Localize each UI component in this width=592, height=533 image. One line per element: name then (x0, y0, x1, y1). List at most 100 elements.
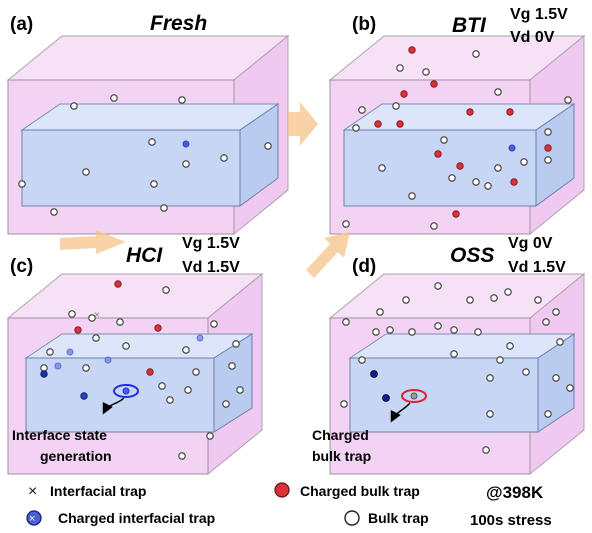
bulk-trap (544, 128, 552, 136)
traps-panel-b-bulk (342, 50, 572, 230)
panel-a-title: Fresh (150, 12, 207, 35)
arrow-b-to-c (60, 230, 126, 254)
bulk-trap (564, 96, 572, 104)
panel-d-title: OSS (450, 244, 494, 267)
bulk-trap (206, 432, 214, 440)
interface-state-label-2: generation (40, 448, 112, 464)
bulk-trap (386, 326, 394, 334)
bulk-trap (440, 136, 448, 144)
charged-bulk-trap (400, 90, 408, 98)
traps-panel-c-bulk (40, 286, 244, 460)
charged-bulk-trap (456, 162, 464, 170)
bulk-trap (430, 222, 438, 230)
bulk-trap (408, 328, 416, 336)
bulk-trap (232, 340, 240, 348)
panel-c-vg: Vg 1.5V (182, 235, 240, 252)
panel-c-title: HCI (126, 244, 163, 267)
bulk-trap (396, 64, 404, 72)
panel-b-title: BTI (452, 14, 487, 37)
panel-c (6, 272, 264, 476)
bulk-trap (434, 322, 442, 330)
traps-panel-b-charged (374, 46, 552, 218)
bulk-trap (18, 180, 26, 188)
charged-bulk-label-1: Charged (312, 427, 369, 443)
bulk-trap (342, 220, 350, 228)
transition-arrows (60, 102, 350, 278)
bulk-trap (486, 374, 494, 382)
bulk-trap (484, 182, 492, 190)
interfacial-trap-x: × (94, 310, 100, 321)
interface-state-highlight (113, 384, 139, 398)
bulk-trap (448, 174, 456, 182)
interface-state-pointer (102, 397, 125, 415)
bulk-trap (148, 138, 156, 146)
bulk-trap (378, 164, 386, 172)
panel-a (6, 34, 290, 236)
bulk-trap (178, 96, 186, 104)
traps-panel-a (18, 94, 272, 216)
bulk-trap-icon (344, 510, 360, 526)
panel-b-vd: Vd 0V (510, 29, 555, 46)
bulk-trap (544, 156, 552, 164)
charged-interfacial-trap (508, 144, 516, 152)
charged-bulk-trap (154, 324, 162, 332)
charged-bulk-trap (452, 210, 460, 218)
bulk-trap (46, 348, 54, 356)
panel-a-label: (a) (10, 14, 33, 35)
charged-interfacial-trap (104, 356, 112, 364)
bulk-trap (220, 154, 228, 162)
charged-bulk-trap (430, 80, 438, 88)
bulk-trap (150, 180, 158, 188)
bulk-trap (166, 396, 174, 404)
bulk-trap (358, 106, 366, 114)
charged-bulk-trap (146, 368, 154, 376)
charged-bulk-trap (544, 144, 552, 152)
charged-bulk-highlight (401, 389, 427, 403)
bulk-trap (68, 310, 76, 318)
bulk-trap (264, 142, 272, 150)
charged-bulk-trap (434, 150, 442, 158)
bulk-trap (542, 318, 550, 326)
arrow-c-to-d (306, 232, 350, 278)
panel-b-vg: Vg 1.5V (510, 6, 568, 23)
charged-bulk-trap (114, 280, 122, 288)
interface-state-label-1: Interface state (12, 427, 107, 443)
bulk-trap (236, 386, 244, 394)
bulk-trap (494, 88, 502, 96)
traps-panel-c-interfacial (54, 334, 204, 370)
arrow-a-to-b (288, 102, 318, 146)
bulk-trap (506, 342, 514, 350)
bulk-trap (352, 124, 360, 132)
temperature-label: @398K (486, 483, 544, 502)
charged-interfacial-trap-x-icon: × (29, 513, 35, 525)
charged-bulk-trap (396, 120, 404, 128)
bulk-trap (520, 158, 528, 166)
bulk-trap (472, 178, 480, 186)
bulk-trap (88, 314, 96, 322)
bulk-trap (450, 326, 458, 334)
bulk-trap (552, 308, 560, 316)
bulk-trap (490, 294, 498, 302)
bulk-trap (122, 342, 130, 350)
bulk-trap (92, 334, 100, 342)
charged-bulk-trap (410, 392, 418, 400)
legend-interfacial-trap: Interfacial trap (50, 483, 146, 499)
bulk-trap (434, 282, 442, 290)
bulk-trap (340, 400, 348, 408)
panel-d-vg: Vg 0V (508, 235, 553, 252)
bulk-trap (376, 308, 384, 316)
charged-bulk-trap (374, 120, 382, 128)
charged-bulk-trap (74, 326, 82, 334)
charged-interfacial-trap (196, 334, 204, 342)
bulk-trap (566, 384, 574, 392)
charged-interfacial-trap (182, 140, 190, 148)
bulk-trap (50, 208, 58, 216)
bulk-trap (392, 102, 400, 110)
charged-bulk-trap (466, 108, 474, 116)
bulk-trap (182, 160, 190, 168)
charged-bulk-pointer (390, 402, 411, 423)
bulk-trap (40, 364, 48, 372)
panel-c-label: (c) (10, 256, 33, 277)
panel-d-label: (d) (352, 256, 376, 277)
